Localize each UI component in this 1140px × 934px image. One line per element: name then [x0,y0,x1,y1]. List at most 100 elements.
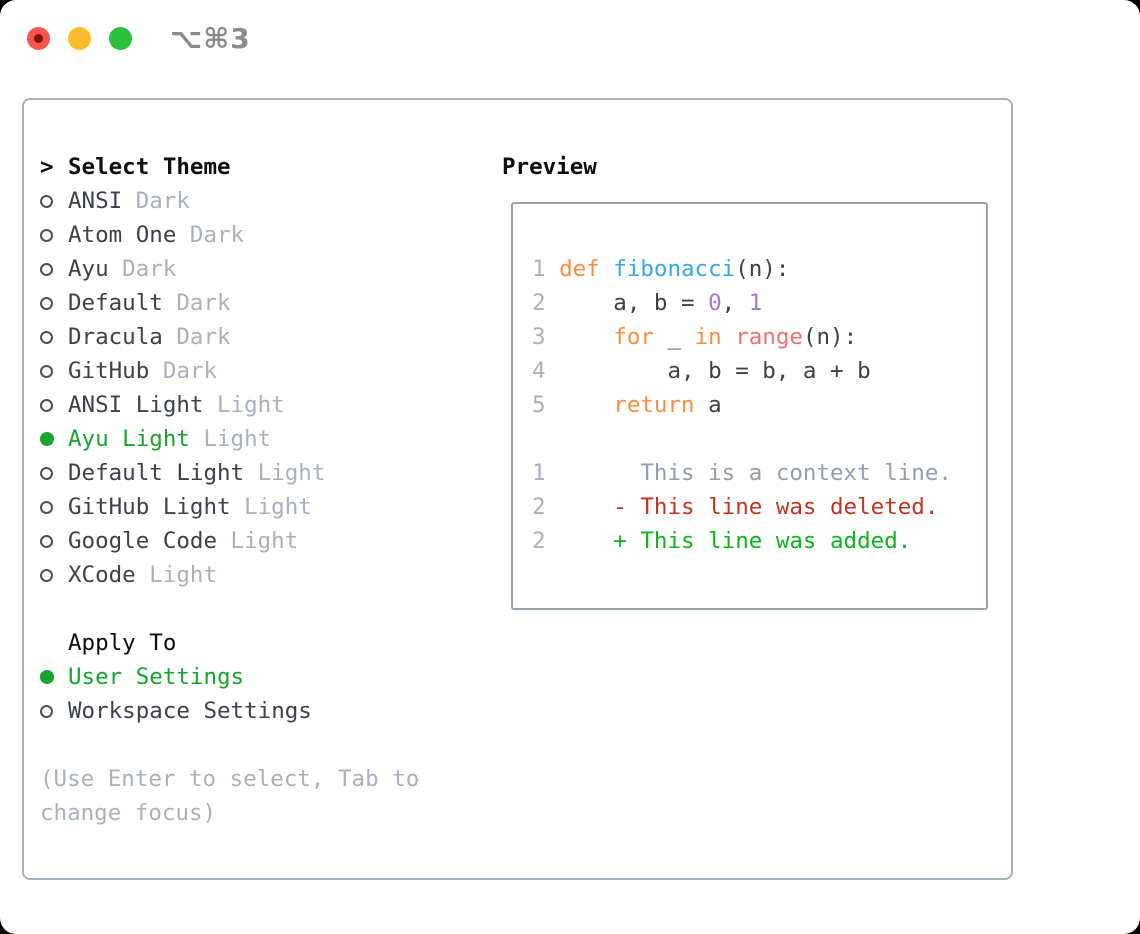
theme-option[interactable]: GitHub Light Light [40,490,472,524]
code-line [532,422,986,456]
theme-name: GitHub [68,358,150,384]
radio-icon [40,398,68,412]
theme-option[interactable]: Default Light Light [40,456,472,490]
code-line: 2 + This line was added. [532,524,986,558]
theme-variant: Dark [135,188,190,214]
code-line: 1 This is a context line. [532,456,986,490]
apply-option[interactable]: Workspace Settings [40,694,472,728]
code-token-number: 1 [748,290,763,316]
close-button[interactable] [27,26,50,50]
theme-picker-panel: > Select Theme ANSI Dark Atom One Dark A… [22,98,1013,880]
code-token-added: + This line was added. [545,528,912,554]
code-token-lineno: 2 [532,494,546,520]
code-token-lineno: 2 [532,528,546,554]
theme-option[interactable]: Ayu Light Light [40,422,472,456]
code-token-plain: (n): [802,324,858,350]
radio-icon [40,296,68,310]
radio-icon [40,704,68,718]
theme-option[interactable]: Ayu Dark [40,252,472,286]
code-token-lineno: 5 [532,392,546,418]
window-title: ⌥⌘3 [170,21,251,55]
radio-icon [40,330,68,344]
code-token-plain [546,324,614,350]
help-text: (Use Enter to select, Tab to change focu… [40,766,420,826]
theme-name: Dracula [68,324,163,350]
theme-variant: Light [257,460,326,486]
code-token-keyword: def [559,256,600,282]
code-token-keyword: for [613,324,654,350]
radio-icon [40,228,68,242]
zoom-button[interactable] [109,26,132,50]
theme-name: Atom One [68,222,177,248]
theme-variant: Dark [162,358,217,384]
theme-variant: Light [217,392,285,418]
code-line: 5 return a [532,388,986,422]
theme-variant: Light [149,562,217,588]
theme-name: Google Code [68,528,218,554]
code-token-plain: a, b = [545,290,709,316]
code-line: 1 def fibonacci(n): [532,252,986,286]
code-token-keyword: in [694,324,722,350]
theme-name: Default [68,290,163,316]
radio-icon [40,534,68,548]
theme-name: Default Light [68,460,245,486]
theme-name: Ayu Light [68,426,190,452]
theme-name: ANSI [68,188,123,214]
apply-to-header: Apply To [68,630,177,656]
theme-variant: Dark [122,256,177,282]
traffic-lights [27,26,132,50]
theme-list-header-row: > Select Theme [40,150,472,184]
code-token-plain [722,324,736,350]
theme-name: GitHub Light [68,494,231,520]
apply-option-label: Workspace Settings [68,698,312,724]
theme-variant: Light [230,528,299,554]
theme-list: > Select Theme ANSI Dark Atom One Dark A… [40,150,472,830]
theme-variant: Dark [189,222,245,248]
theme-option[interactable]: ANSI Dark [40,184,472,218]
code-token-plain [546,256,560,282]
theme-option[interactable]: GitHub Dark [40,354,472,388]
radio-icon [40,194,68,208]
minimize-button[interactable] [68,26,91,50]
code-token-lineno: 1 [532,460,546,486]
theme-variant: Light [244,494,312,520]
apply-option[interactable]: User Settings [40,660,472,694]
theme-option[interactable]: Dracula Dark [40,320,472,354]
code-token-lineno: 4 [532,358,546,384]
code-token-builtin: range [735,324,803,350]
theme-option[interactable]: Default Dark [40,286,472,320]
titlebar: ⌥⌘3 [0,0,1140,76]
code-token-number: 0 [708,290,722,316]
prompt-icon: > [40,154,54,180]
code-token-plain: a, b = b, a + b [545,358,871,384]
theme-list-header: Select Theme [68,154,231,180]
preview-title: Preview [502,154,597,180]
theme-option[interactable]: ANSI Light Light [40,388,472,422]
apply-option-label: User Settings [68,664,245,690]
radio-icon [40,432,68,446]
code-token-lineno: 1 [532,256,546,282]
code-token-plain: _ [653,324,695,350]
code-token-plain: (n): [735,256,790,282]
theme-option[interactable]: Atom One Dark [40,218,472,252]
theme-option[interactable]: XCode Light [40,558,472,592]
code-token-context: This is a context line. [545,460,952,486]
apply-to-header-row: Apply To [40,626,472,660]
theme-option[interactable]: Google Code Light [40,524,472,558]
radio-icon [40,670,68,684]
code-token-plain [546,392,614,418]
code-line: 2 a, b = 0, 1 [532,286,986,320]
radio-icon [40,466,68,480]
theme-name: Ayu [68,256,109,282]
radio-icon [40,500,68,514]
theme-name: ANSI Light [68,392,204,418]
code-line: 2 - This line was deleted. [532,490,986,524]
code-line: 4 a, b = b, a + b [532,354,986,388]
code-token-deleted: - This line was deleted. [545,494,939,520]
radio-icon [40,568,68,582]
spacer [40,592,472,626]
radio-icon [40,262,68,276]
